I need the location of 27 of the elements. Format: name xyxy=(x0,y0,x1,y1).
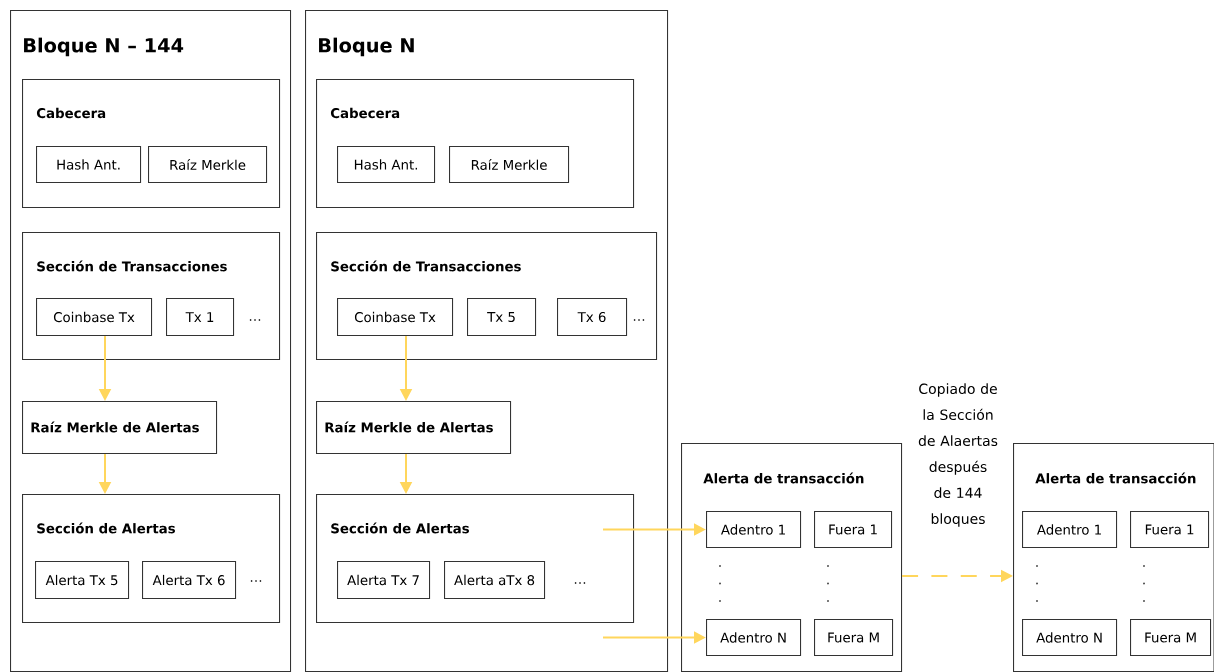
field-box: Fuera 1 xyxy=(814,511,893,549)
field-box: Alerta Tx 5 xyxy=(35,561,130,600)
field-box: Adentro N xyxy=(1022,619,1118,657)
field-box: Coinbase Tx xyxy=(337,298,454,337)
merkle-root-box: Raíz Merkle de Alertas xyxy=(316,401,512,455)
field-box: Tx 5 xyxy=(467,298,537,337)
field-box: Raíz Merkle xyxy=(148,146,268,184)
ellipsis: … xyxy=(250,580,262,582)
field-box: Hash Ant. xyxy=(337,146,436,184)
field-box: Alerta Tx 6 xyxy=(142,561,237,600)
field-box: Adentro 1 xyxy=(706,511,802,549)
field-box: Alerta aTx 8 xyxy=(444,561,546,600)
ellipsis: … xyxy=(249,319,261,321)
field-box: Adentro N xyxy=(706,619,802,657)
edge-label: Copiado de la Sección de Alaertas después de 144 bloques xyxy=(918,383,998,527)
field-box: Fuera 1 xyxy=(1130,511,1210,549)
field-box: Tx 1 xyxy=(166,298,235,337)
ellipsis: … xyxy=(574,582,586,584)
field-box: Raíz Merkle xyxy=(449,146,570,184)
field-box: Fuera M xyxy=(1130,619,1212,657)
field-box: Coinbase Tx xyxy=(36,298,153,337)
merkle-root-box: Raíz Merkle de Alertas xyxy=(22,401,218,455)
field-box: Fuera M xyxy=(814,619,894,657)
field-box: Tx 6 xyxy=(557,298,628,337)
field-box: Adentro 1 xyxy=(1022,511,1118,549)
field-box: Alerta Tx 7 xyxy=(337,561,431,600)
field-box: Hash Ant. xyxy=(36,146,142,184)
